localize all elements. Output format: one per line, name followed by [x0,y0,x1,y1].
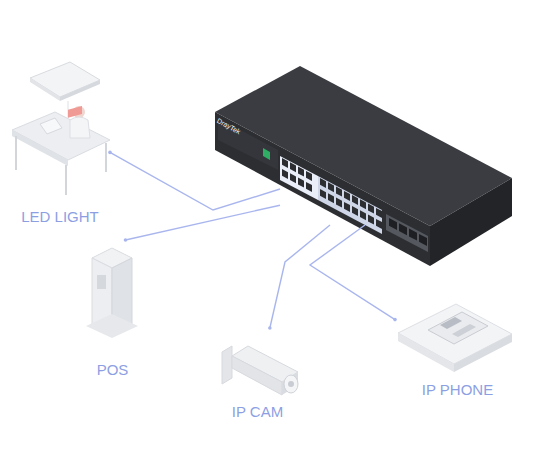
pos-icon [86,248,138,338]
port [360,210,366,220]
cable-end [124,238,128,242]
sfp-port [389,218,397,230]
port [320,178,326,188]
port [352,195,358,205]
port [298,178,304,188]
ip-cam-icon [222,346,298,395]
cable-line [126,205,281,240]
led-light-node: LED LIGHT [10,60,110,225]
port [290,173,296,183]
cable-line [310,225,395,320]
port [336,198,342,208]
sfp-port [409,229,417,241]
port [306,182,312,192]
port [290,162,296,172]
cable-end [393,318,397,322]
cable-line [270,225,330,328]
pos-node: POS [80,240,145,378]
port [306,171,312,181]
port [344,191,350,201]
port [320,189,326,199]
poe-switch [215,66,512,266]
port [368,215,374,225]
port [298,167,304,177]
port [336,187,342,197]
sfp-port [419,234,427,246]
sfp-port [399,223,407,235]
port [328,193,334,203]
switch-node: DrayTek [280,165,380,225]
ip-cam-node: IP CAM [210,328,305,420]
cable-end [108,151,112,155]
cable-line [110,152,280,210]
device-label: LED LIGHT [21,208,99,225]
device-label: POS [97,361,129,378]
port [282,158,288,168]
port [368,204,374,214]
port [282,169,288,179]
port [376,208,382,218]
port [344,202,350,212]
port [352,206,358,216]
device-label: IP PHONE [422,381,493,398]
port [360,199,366,209]
ip-phone-node: IP PHONE [395,300,520,398]
port [376,219,382,229]
device-label: IP CAM [232,403,283,420]
port [328,182,334,192]
cable-end [268,326,272,330]
ip-phone-icon [398,304,512,372]
led-light-icon [12,62,110,195]
